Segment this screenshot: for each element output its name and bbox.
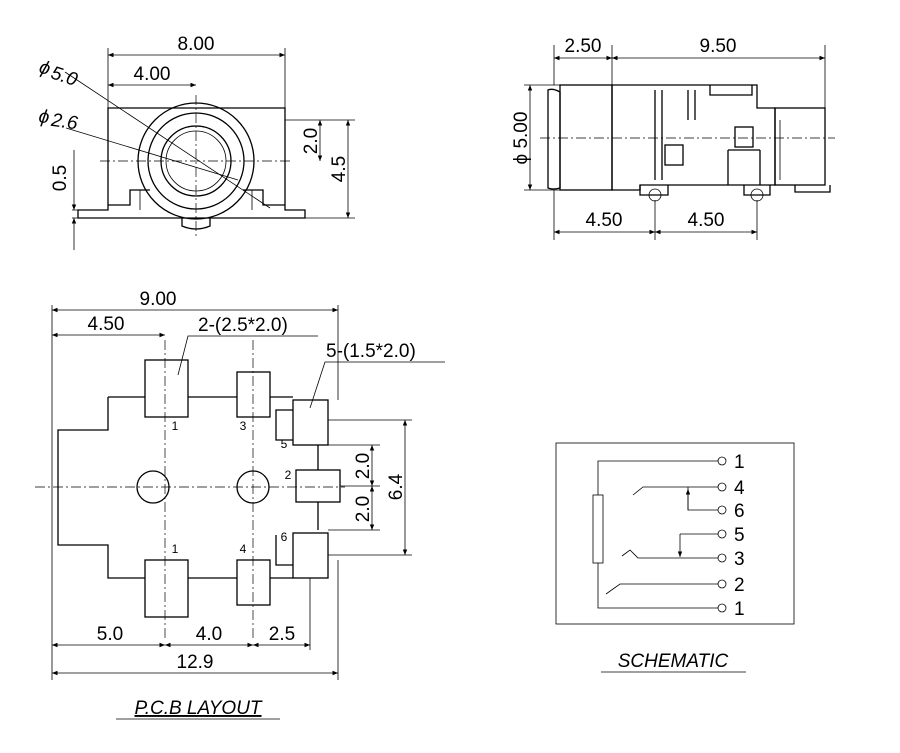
pad-small-4 [236,559,271,606]
large-pad-note: 2-(2.5*2.0) [198,315,288,336]
center-height-dim: 2.0 [301,128,322,154]
pad-gap-upper-dim: 2.0 [353,453,374,479]
pin-label-right-top: 5 [281,437,288,451]
schematic-sleeve [592,494,604,564]
inner-dia-dim: 2.6 [49,110,79,135]
pad-span-dim: 6.4 [386,473,407,500]
schematic-pin-1-bottom: 1 [734,599,745,620]
pin-label-bottom-left: 1 [172,542,179,556]
pad-gap-lower-dim: 2.0 [353,496,374,522]
pcb-offset-top-dim: 4.50 [88,314,125,335]
pad-large-top [144,359,189,418]
schematic-pin-4: 4 [734,478,745,499]
schematic-pin-2: 2 [734,575,745,596]
pin-label-bottom-mid: 4 [240,542,247,556]
total-height-dim: 4.5 [329,156,350,182]
outer-dia-dim: 5.0 [48,63,80,91]
schematic-frame [555,442,795,625]
schematic-pin-5: 5 [734,525,745,546]
side-pin-spacing-left: 4.50 [586,210,623,231]
inner-dia-symbol: ϕ [37,106,50,128]
pad-small-5 [292,399,329,446]
front-view: 8.00 4.00 ϕ 5.0 ϕ 2.6 0.5 2.0 4.5 [36,34,355,250]
side-pin-spacing-right: 4.50 [688,210,725,231]
pcb-width-top-dim: 9.00 [140,289,177,310]
bottom-seg3-dim: 2.5 [269,624,295,645]
schematic-pin-6: 6 [734,501,745,522]
side-dia-dim: ϕ 5.00 [511,112,532,165]
side-body-len-dim: 9.50 [700,36,737,57]
front-width-dim: 8.00 [178,34,215,55]
pad-small-3 [236,371,271,418]
pad-large-bottom [144,559,189,618]
pin-label-right-mid: 2 [285,468,292,482]
pin-label-top-left: 1 [172,419,179,433]
pad-small-6 [292,532,329,579]
left-height-dim: 0.5 [50,165,71,191]
small-pad-note: 5-(1.5*2.0) [326,341,416,362]
pcb-layout: 9.00 4.50 2-(2.5*2.0) 5-(1.5*2.0) 2.0 2.… [35,289,445,720]
schematic: 1 4 6 5 3 2 1 SCHEMATIC [555,442,795,673]
schematic-pin-3: 3 [734,549,745,570]
pin-label-top-mid: 3 [240,419,247,433]
pcb-caption: P.C.B LAYOUT [134,698,262,719]
front-offset-dim: 4.00 [134,64,171,85]
side-view: 2.50 9.50 ϕ 5.00 4.50 4.50 [511,36,835,240]
pad-small-2 [295,469,341,503]
side-front-len-dim: 2.50 [565,36,602,57]
bottom-seg2-dim: 4.0 [196,624,222,645]
bottom-seg1-dim: 5.0 [97,624,123,645]
schematic-pin-1: 1 [734,452,745,473]
schematic-caption: SCHEMATIC [618,651,729,672]
pin-label-right-bottom: 6 [281,530,288,544]
total-width-dim: 12.9 [177,652,214,673]
